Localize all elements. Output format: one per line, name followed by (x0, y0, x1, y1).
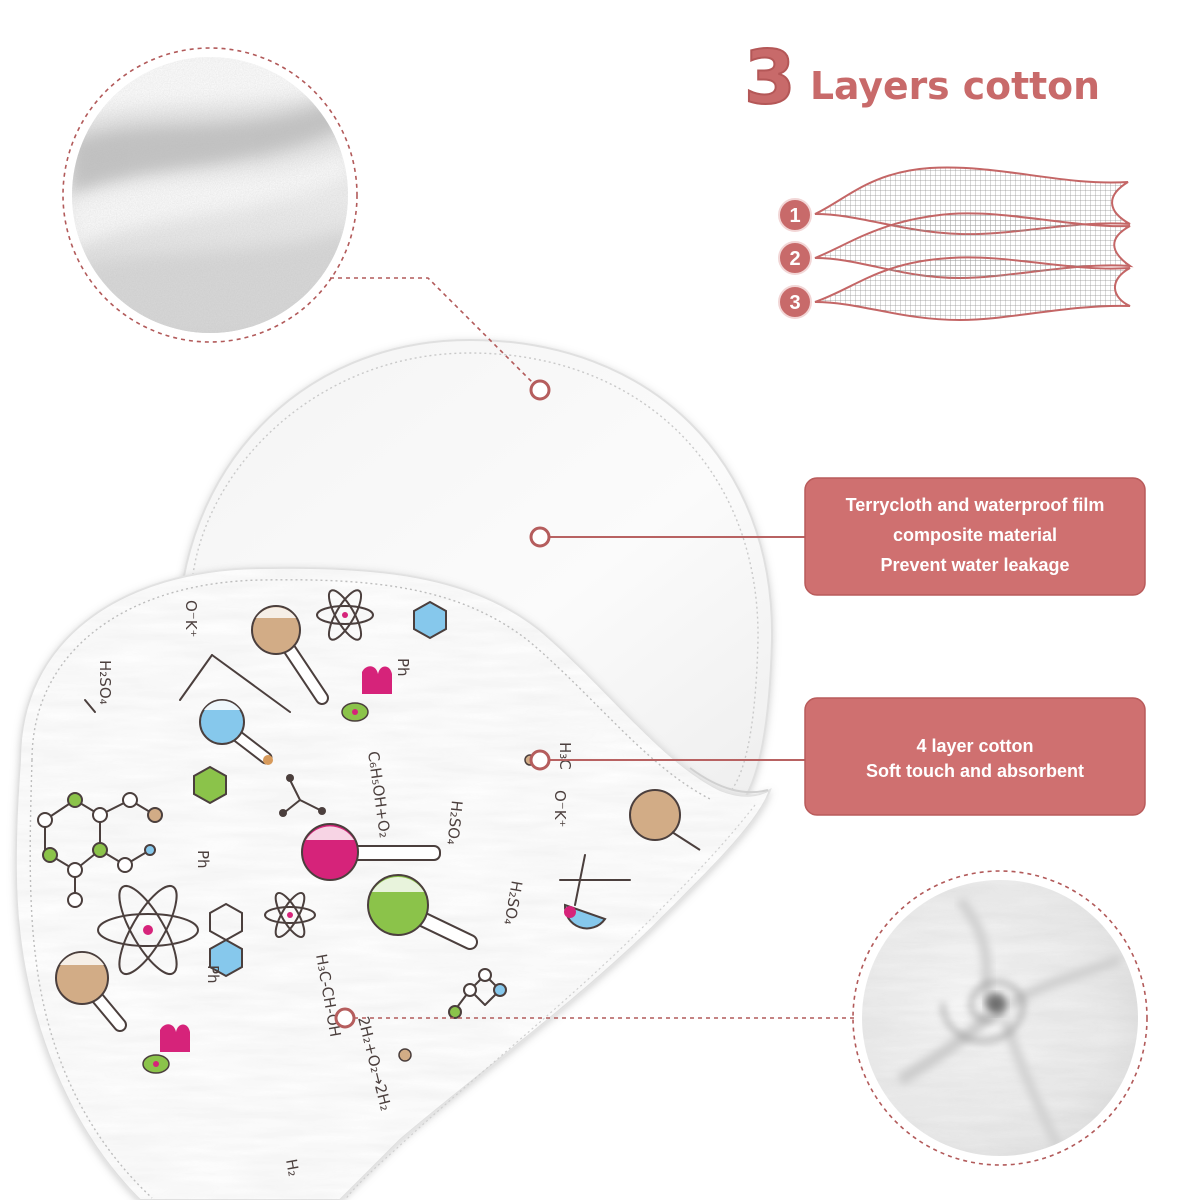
terrycloth-closeup-circle (62, 47, 358, 343)
atom-doodle (316, 589, 374, 641)
marker-dot (529, 526, 551, 548)
callout-text: Prevent water leakage (880, 555, 1069, 575)
heading-number: 3 (744, 35, 796, 121)
layer-badge-2: 2 (778, 241, 812, 275)
pattern-formula: H₃C (556, 742, 574, 770)
callout-text: Soft touch and absorbent (866, 761, 1084, 781)
layers-diagram: 1 2 3 (778, 166, 1134, 322)
callout-terrycloth: Terrycloth and waterproof film composite… (804, 477, 1146, 596)
flask-doodle (559, 854, 631, 930)
pattern-formula: O⁻K⁺ (182, 600, 200, 637)
heading-text: Layers cotton (810, 64, 1100, 108)
connector-dashed-top (330, 277, 534, 384)
callout-text: 4 layer cotton (916, 736, 1033, 756)
magenta-doodle (160, 1024, 190, 1052)
atom-doodle (97, 884, 199, 976)
hexagon-doodle (209, 902, 243, 942)
flask-doodle (367, 874, 478, 950)
callout-text: composite material (893, 525, 1057, 545)
flask-doodle (55, 951, 127, 1032)
green-ellipse-doodle (341, 702, 369, 722)
molecule-doodle (448, 968, 507, 1019)
marker-dot (529, 379, 551, 401)
flask-doodle (301, 823, 441, 881)
magenta-doodle (362, 666, 392, 694)
callout-text: Terrycloth and waterproof film (846, 495, 1105, 515)
hexagon-doodle (413, 600, 447, 640)
layer-sheet (814, 256, 1131, 322)
pattern-formula: H₂SO₄ (443, 800, 466, 846)
pattern-formula: H₂ (282, 1158, 303, 1178)
printed-muslin-front-layer: H₂SO₄ O⁻K⁺ Ph C₆H₅OH+O₂ H₂SO₄ H₃C O⁻K⁺ H… (14, 566, 772, 1200)
molecule-doodle (279, 774, 326, 817)
muslin-closeup-circle (852, 870, 1148, 1166)
chemistry-print-pattern: H₂SO₄ O⁻K⁺ Ph C₆H₅OH+O₂ H₂SO₄ H₃C O⁻K⁺ H… (37, 589, 701, 1178)
flask-doodle (629, 789, 701, 851)
layer-number: 3 (789, 292, 800, 314)
curled-edge (689, 767, 769, 794)
hexagon-doodle (193, 765, 227, 805)
marker-dot (529, 749, 551, 771)
flask-doodle (251, 605, 329, 705)
molecule-doodle (37, 792, 163, 908)
page-title: 3 Layers cotton (743, 34, 1100, 122)
green-ellipse-doodle (142, 1054, 170, 1074)
marker-dot (334, 1007, 356, 1029)
callout-cotton: 4 layer cotton Soft touch and absorbent (804, 697, 1146, 816)
pattern-formula: Ph (394, 658, 412, 677)
pattern-formula: Ph (204, 965, 222, 984)
pattern-formula: O⁻K⁺ (551, 790, 569, 827)
hexagon-doodle (209, 938, 243, 978)
layer-badge-1: 1 (778, 198, 812, 232)
layer-number: 2 (789, 248, 800, 270)
flask-doodle (179, 654, 291, 765)
layer-badge-3: 3 (778, 285, 812, 319)
pattern-formula: Ph (194, 850, 212, 869)
terrycloth-back-layer (176, 338, 774, 807)
line-doodle (84, 699, 96, 713)
layer-number: 1 (789, 205, 800, 227)
pattern-formula: H₂SO₄ (96, 660, 114, 705)
dot-doodle (398, 1048, 412, 1062)
